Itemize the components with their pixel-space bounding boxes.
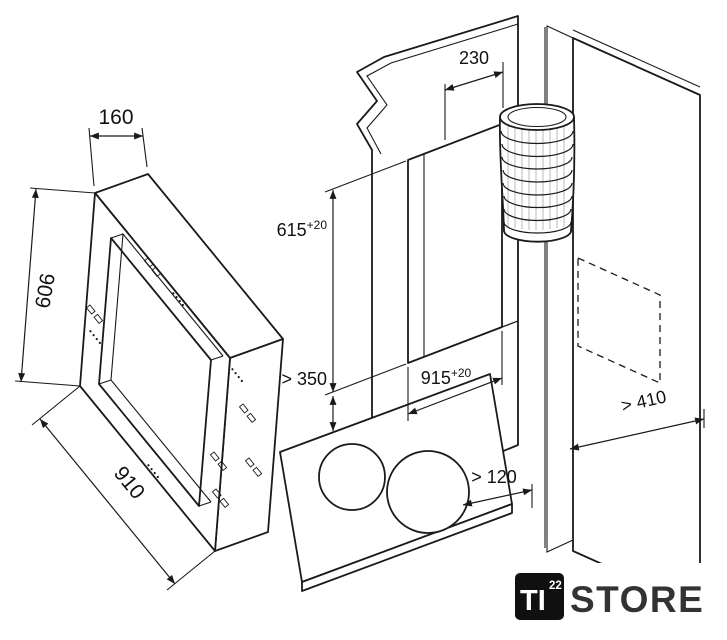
- min-distance-label: > 120: [471, 467, 517, 487]
- clearance-below-label: > 350: [281, 369, 327, 389]
- duct-left-edge: [498, 116, 505, 232]
- niche-width-label: 915+20: [421, 366, 472, 388]
- frame-height-dimension: 606: [14, 187, 96, 387]
- cooktop: [279, 373, 513, 592]
- duct-top-rim: [499, 103, 575, 131]
- logo-superscript: 22: [549, 580, 562, 592]
- flex-duct: [498, 103, 576, 243]
- logo-box: [515, 573, 564, 620]
- duct-rings: [500, 130, 574, 234]
- dim-clearance-below: > 350: [281, 369, 337, 432]
- frame-width-label: 910: [109, 462, 149, 504]
- cooktop-burner-right: [386, 450, 470, 534]
- store-logo: TI 22 STORE: [505, 563, 720, 631]
- rear-wall-top-edge: [572, 29, 701, 88]
- frame-isometric-view: 160 606 910: [14, 106, 284, 591]
- dim-duct-clearance: 230: [444, 48, 504, 140]
- duct-opening: [507, 106, 567, 128]
- duct-clearance-label: 230: [459, 48, 489, 68]
- dim-niche-height: 615+20: [277, 160, 407, 396]
- wall-break-line: [366, 23, 519, 155]
- frame-surface-details: [85, 257, 263, 509]
- niche-height-label: 615+20: [277, 218, 328, 240]
- logo-store-text: STORE: [570, 579, 704, 620]
- frame-depth-label: 160: [98, 106, 133, 129]
- dim-min-distance: > 120: [462, 467, 533, 508]
- cooktop-burner-left: [318, 443, 386, 511]
- duct-bottom-edge: [503, 229, 572, 243]
- dim-niche-width: 915+20: [407, 331, 503, 421]
- logo-ti-text: TI: [520, 585, 546, 617]
- frame-depth-dimension: 160: [88, 106, 148, 187]
- duct-body: [499, 117, 575, 242]
- frame-height-label: 606: [31, 272, 60, 311]
- duct-right-edge: [570, 116, 576, 232]
- installation-view: 230 615+20 > 350 915+20 > 410: [277, 15, 705, 609]
- rear-wall: [572, 37, 701, 609]
